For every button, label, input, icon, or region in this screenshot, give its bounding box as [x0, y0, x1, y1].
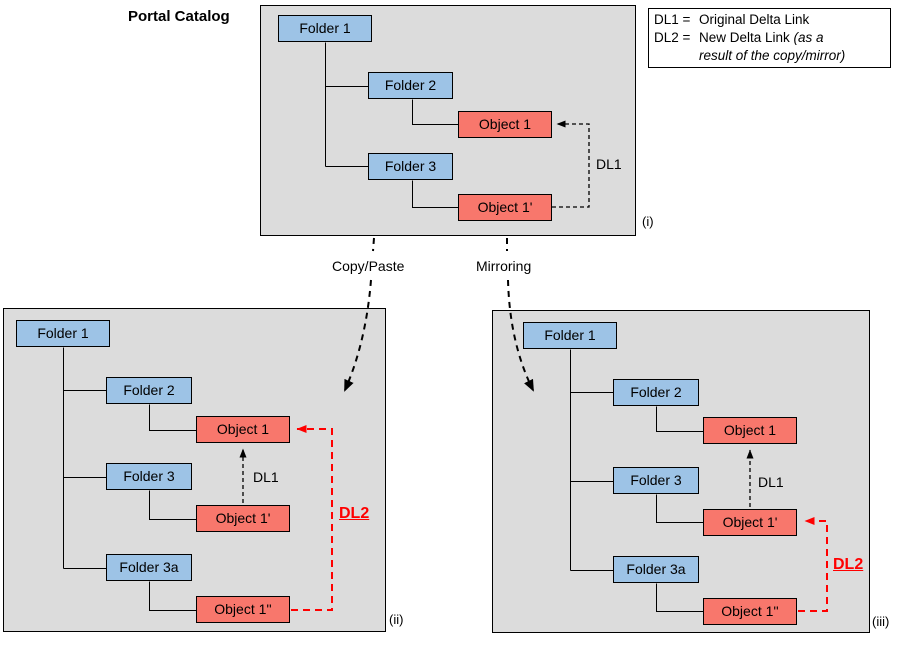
panel-ii-caption: (ii)	[389, 612, 404, 627]
node-folder-3a-panel-ii: Folder 3a	[106, 554, 192, 581]
node-object-1-prime-panel-iii: Object 1'	[703, 509, 797, 536]
legend-grid: DL1 = Original Delta Link DL2 = New Delt…	[654, 11, 885, 65]
panel-i-background	[260, 5, 636, 236]
node-folder-3a-panel-iii: Folder 3a	[613, 556, 699, 583]
legend-term-dl1: DL1 =	[654, 12, 691, 27]
node-folder-2-panel-ii: Folder 2	[106, 377, 192, 404]
node-object-1-prime-panel-i: Object 1'	[458, 194, 552, 221]
mirroring-arrow	[507, 279, 534, 392]
panel-ii-background	[3, 308, 386, 632]
mirroring-label: Mirroring	[476, 258, 532, 274]
page-title: Portal Catalog	[128, 8, 230, 25]
legend-def-dl1: Original Delta Link	[699, 12, 810, 27]
node-folder-1-panel-ii: Folder 1	[16, 320, 110, 347]
dl1-label-panel-i: DL1	[596, 156, 622, 172]
legend-box: DL1 = Original Delta Link DL2 = New Delt…	[648, 8, 891, 68]
node-object-1-panel-ii: Object 1	[196, 416, 290, 443]
tree-connectors-panel-ii	[63, 347, 197, 611]
dl1-label-panel-ii: DL1	[253, 469, 279, 485]
node-folder-3-panel-i: Folder 3	[368, 153, 453, 180]
legend-term-blank	[654, 47, 699, 65]
panel-iii-caption: (iii)	[872, 614, 890, 629]
dl2-link-panel-ii	[291, 425, 333, 611]
panel-i-caption: (i)	[642, 214, 654, 229]
dl2-label-panel-ii: DL2	[339, 505, 370, 522]
dl1-link-panel-i	[552, 120, 590, 208]
node-folder-3-panel-ii: Folder 3	[106, 463, 192, 490]
node-folder-2-panel-i: Folder 2	[368, 72, 453, 99]
node-folder-2-panel-iii: Folder 2	[613, 379, 699, 406]
node-object-1-panel-iii: Object 1	[703, 417, 797, 444]
legend-def-dl2-cont: result of the copy/mirror)	[699, 48, 846, 63]
node-object-1-doubleprime-panel-iii: Object 1''	[703, 598, 797, 625]
dl1-label-panel-iii: DL1	[758, 474, 784, 490]
tree-connectors-panel-i	[325, 42, 459, 208]
tree-connectors-panel-iii	[570, 349, 704, 612]
node-object-1-panel-i: Object 1	[458, 111, 552, 138]
node-folder-1-panel-iii: Folder 1	[523, 322, 617, 349]
node-folder-3-panel-iii: Folder 3	[613, 467, 699, 494]
dl2-link-panel-iii	[798, 517, 828, 612]
node-folder-1-panel-i: Folder 1	[278, 15, 372, 42]
copy-paste-arrow	[344, 279, 372, 392]
dl2-label-panel-iii: DL2	[833, 556, 864, 573]
copy-paste-label: Copy/Paste	[332, 258, 405, 274]
copy-paste-arrow-start	[372, 237, 375, 252]
node-object-1-prime-panel-ii: Object 1'	[196, 505, 290, 532]
legend-term-dl2: DL2 =	[654, 30, 691, 45]
legend-def-dl2: New Delta Link (as a	[699, 30, 824, 45]
node-object-1-doubleprime-panel-ii: Object 1''	[196, 596, 290, 623]
